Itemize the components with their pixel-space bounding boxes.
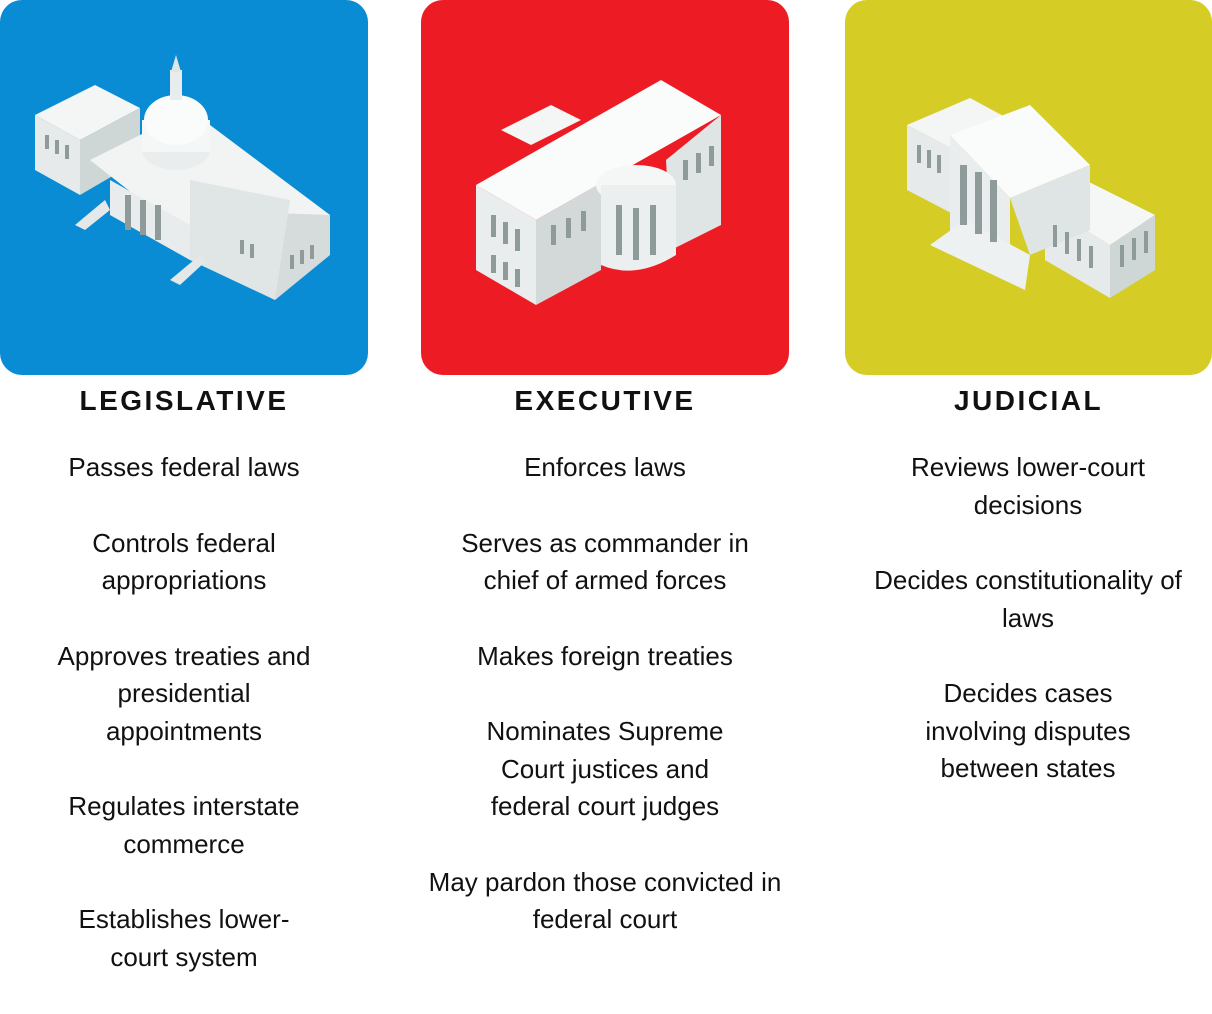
branch-powers-list: Reviews lower-court decisions Decides co… bbox=[853, 449, 1203, 788]
list-item: Controls federal appropriations bbox=[92, 527, 276, 596]
list-item: Decides cases involving disputes between… bbox=[925, 678, 1131, 783]
list-item: Passes federal laws bbox=[68, 452, 300, 482]
branch-powers-list: Passes federal laws Controls federal app… bbox=[34, 449, 334, 976]
list-item: Regulates interstate commerce bbox=[68, 791, 300, 859]
list-item: Makes foreign treaties bbox=[477, 640, 733, 671]
judicial-column: JUDICIAL Reviews lower-court decisions D… bbox=[845, 0, 1212, 826]
legislative-icon-box bbox=[0, 0, 368, 375]
list-item: Decides constitutionality of laws bbox=[874, 565, 1182, 633]
supreme-court-icon bbox=[907, 98, 1155, 298]
judicial-icon-box bbox=[845, 0, 1212, 375]
legislative-column: LEGISLATIVE Passes federal laws Controls… bbox=[0, 0, 368, 1014]
capitol-building-icon bbox=[35, 55, 330, 300]
white-house-icon bbox=[476, 80, 721, 305]
list-item: Nominates Supreme Court justices and fed… bbox=[486, 716, 724, 821]
branch-title: EXECUTIVE bbox=[514, 385, 696, 416]
list-item: May pardon those convicted in federal co… bbox=[428, 866, 782, 935]
list-item: Serves as commander in chief of armed fo… bbox=[461, 527, 749, 596]
list-item: Reviews lower-court decisions bbox=[910, 452, 1146, 520]
executive-column: EXECUTIVE Enforces laws Serves as comman… bbox=[421, 0, 789, 977]
list-item: Enforces laws bbox=[524, 452, 686, 482]
list-item: Establishes lower-court system bbox=[78, 904, 290, 972]
list-item: Approves treaties and presidential appoi… bbox=[57, 640, 311, 746]
branch-title: LEGISLATIVE bbox=[79, 385, 289, 416]
branch-title: JUDICIAL bbox=[953, 385, 1104, 416]
branch-powers-list: Enforces laws Serves as commander in chi… bbox=[425, 449, 785, 939]
executive-icon-box bbox=[421, 0, 789, 375]
